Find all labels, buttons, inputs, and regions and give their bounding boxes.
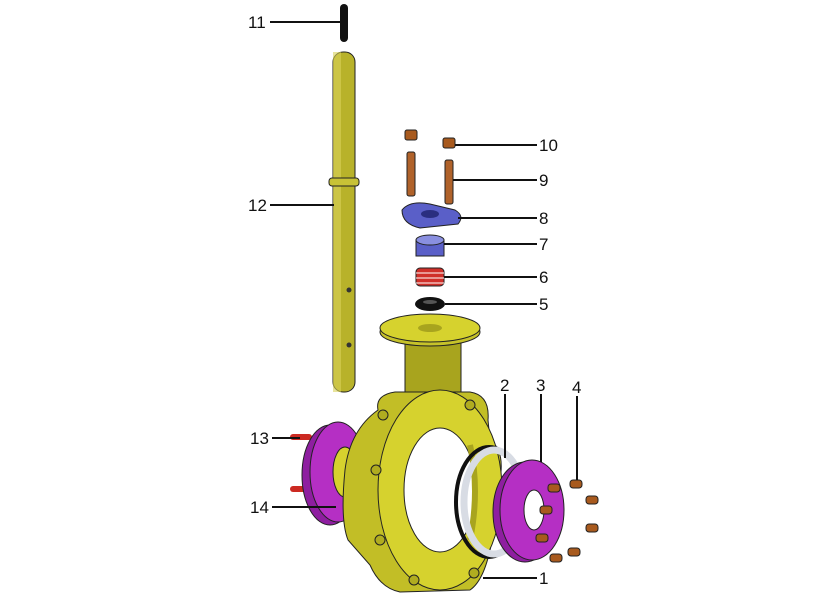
callout-10: 10 [539, 136, 558, 155]
callout-1: 1 [539, 569, 548, 588]
studs-part [406, 151, 454, 205]
callout-9: 9 [539, 171, 548, 190]
callout-13: 13 [250, 429, 269, 448]
callout-4: 4 [572, 378, 581, 397]
callout-7: 7 [539, 235, 548, 254]
callout-5: 5 [539, 295, 548, 314]
nuts-part [404, 129, 456, 149]
flange-bolts-part [535, 479, 599, 563]
callout-11: 11 [248, 13, 266, 32]
callout-8: 8 [539, 209, 548, 228]
bottom-seal-part [415, 297, 445, 311]
gland-flange-part [401, 202, 462, 229]
callout-14: 14 [250, 498, 269, 517]
leader-lines [270, 21, 578, 579]
gland-bushing-part [415, 234, 445, 257]
right-flange-part [492, 459, 565, 563]
callout-3: 3 [536, 376, 545, 395]
key-part [340, 4, 348, 42]
callout-2: 2 [500, 376, 509, 395]
callout-12: 12 [248, 196, 267, 215]
packing-part [415, 267, 445, 287]
callout-6: 6 [539, 268, 548, 287]
stem-part [328, 51, 360, 393]
